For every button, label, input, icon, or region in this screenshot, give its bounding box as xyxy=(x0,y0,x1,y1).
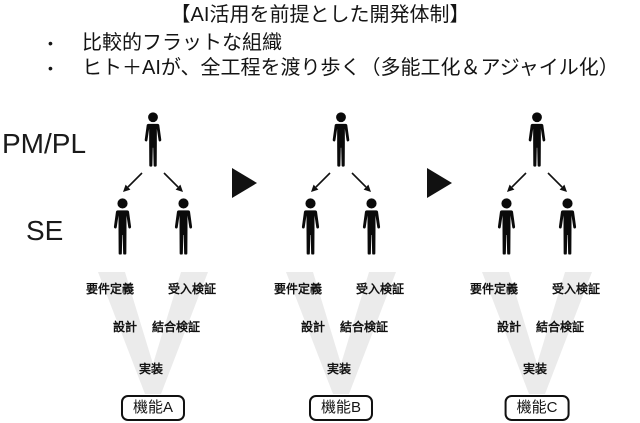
stage-label-requirements: 要件定義 xyxy=(273,282,323,296)
delegation-arrows-icon xyxy=(117,172,189,198)
bullet-list: • 比較的フラットな組織 • ヒト＋AIが、全工程を渡り歩く（多能工化＆アジャイ… xyxy=(48,31,619,81)
stage-label-design: 設計 xyxy=(496,320,522,334)
function-box: 機能C xyxy=(504,395,570,421)
stage-label-implementation: 実装 xyxy=(138,362,164,376)
pm-person-icon xyxy=(327,112,355,168)
flow-triangle-icon xyxy=(232,168,257,198)
stage-label-integration: 結合検証 xyxy=(339,320,389,334)
bullet-text: 比較的フラットな組織 xyxy=(82,32,282,54)
function-label: 機能B xyxy=(320,399,362,416)
stage-label-integration: 結合検証 xyxy=(535,320,585,334)
pm-person-icon xyxy=(523,112,551,168)
stage-label-integration: 結合検証 xyxy=(151,320,201,334)
bullet-marker-icon: • xyxy=(48,35,53,51)
team-group-a: 要件定義 受入検証 設計 結合検証 実装 機能A xyxy=(68,110,238,423)
se-person-icon-right xyxy=(553,198,582,256)
delegation-arrows-icon xyxy=(501,172,573,198)
se-person-icon-left xyxy=(108,198,137,256)
function-label: 機能A xyxy=(132,399,174,416)
delegation-arrows-icon xyxy=(305,172,377,198)
team-group-b: 要件定義 受入検証 設計 結合検証 実装 機能B xyxy=(256,110,426,423)
se-person-icon-left xyxy=(296,198,325,256)
role-label-se: SE xyxy=(26,215,64,246)
page-title: 【AI活用を前提とした開発体制】 xyxy=(170,4,470,26)
function-label: 機能C xyxy=(516,399,558,416)
role-label-pm-pl: PM/PL xyxy=(2,128,87,159)
stage-label-implementation: 実装 xyxy=(522,362,548,376)
bullet-item: • ヒト＋AIが、全工程を渡り歩く（多能工化＆アジャイル化） xyxy=(48,56,619,81)
se-person-icon-left xyxy=(492,198,521,256)
bullet-text: ヒト＋AIが、全工程を渡り歩く（多能工化＆アジャイル化） xyxy=(82,57,619,79)
stage-label-acceptance: 受入検証 xyxy=(551,282,601,296)
stage-label-design: 設計 xyxy=(300,320,326,334)
pm-person-icon xyxy=(139,112,167,168)
stage-label-acceptance: 受入検証 xyxy=(167,282,217,296)
stage-label-implementation: 実装 xyxy=(326,362,352,376)
stage-label-requirements: 要件定義 xyxy=(85,282,135,296)
stage-label-design: 設計 xyxy=(112,320,138,334)
se-person-icon-right xyxy=(357,198,386,256)
stage-label-requirements: 要件定義 xyxy=(469,282,519,296)
se-person-icon-right xyxy=(169,198,198,256)
function-box: 機能B xyxy=(308,395,374,421)
stage-label-acceptance: 受入検証 xyxy=(355,282,405,296)
bullet-item: • 比較的フラットな組織 xyxy=(48,31,619,56)
bullet-marker-icon: • xyxy=(48,60,53,76)
function-box: 機能A xyxy=(120,395,186,421)
flow-triangle-icon xyxy=(427,168,452,198)
team-group-c: 要件定義 受入検証 設計 結合検証 実装 機能C xyxy=(452,110,622,423)
